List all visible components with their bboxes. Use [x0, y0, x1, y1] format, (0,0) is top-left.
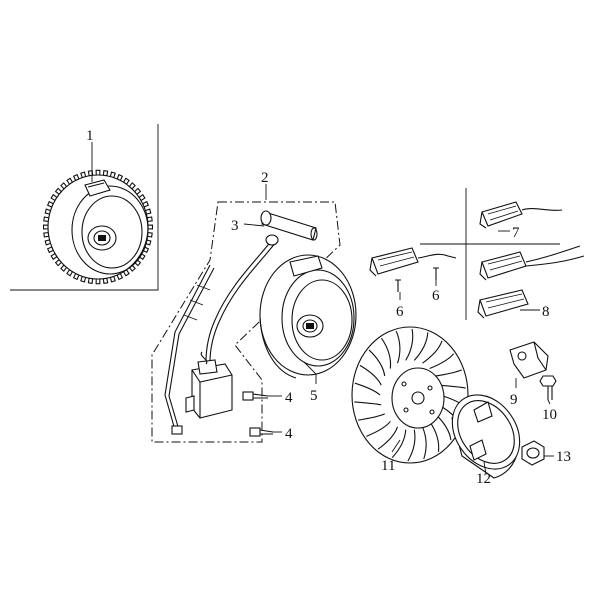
fan-blade	[368, 349, 386, 377]
assembly-outline-2	[151, 201, 341, 443]
callout-3: 3	[231, 218, 239, 234]
part-2-ignition-assembly	[151, 201, 341, 443]
leader-lines	[91, 142, 554, 475]
callout-4-upper: 4	[285, 390, 293, 406]
callout-10: 10	[542, 407, 557, 423]
gear-tooth	[147, 224, 154, 230]
part-1-flywheel	[10, 124, 159, 291]
part-4-bolt-lower	[249, 427, 274, 437]
callout-8: 8	[542, 304, 550, 320]
callout-labels: 1 2 3 4 4 5 6 6 7 8 9 10 11 12 13	[86, 128, 571, 487]
fan-blade	[366, 421, 391, 437]
callout-2: 2	[261, 170, 269, 186]
part-9-bracket	[509, 341, 549, 379]
part-12-starter-cup	[451, 394, 521, 479]
gear-tooth	[95, 278, 101, 285]
part-13-nut	[521, 440, 545, 466]
fan-blade	[413, 332, 429, 361]
fan-blade	[421, 426, 427, 460]
fan-blade	[435, 369, 462, 377]
fan-blade	[381, 337, 392, 369]
fan-blade	[422, 340, 443, 364]
fan-blade	[407, 429, 416, 462]
part-11-cooling-fan	[351, 326, 469, 464]
callout-4-lower: 4	[285, 426, 293, 442]
callout-5: 5	[310, 388, 318, 404]
fan-blade	[391, 429, 407, 458]
parts-6-7-8-coils	[369, 188, 585, 320]
fan-blade	[429, 353, 455, 370]
fan-blade	[377, 426, 399, 450]
fan-blade	[395, 330, 401, 364]
callout-6-right: 6	[432, 288, 440, 304]
section-frame-1	[10, 124, 159, 291]
callout-11: 11	[381, 458, 395, 474]
fan-blade	[359, 364, 382, 386]
part-5-flywheel	[259, 254, 357, 379]
part-10-bolt	[539, 375, 557, 400]
fan-blade	[354, 382, 381, 396]
fan-blade	[354, 401, 382, 406]
callout-1: 1	[86, 128, 94, 144]
callout-13: 13	[556, 449, 571, 465]
gear-tooth	[42, 224, 49, 230]
fan-blade	[405, 328, 414, 361]
callout-12: 12	[476, 471, 491, 487]
callout-6-left: 6	[396, 304, 404, 320]
gear-tooth	[95, 169, 101, 176]
callout-7: 7	[512, 225, 520, 241]
callout-9: 9	[510, 392, 518, 408]
part-4-bolt-upper	[242, 391, 269, 401]
part-3-plug-cap	[260, 210, 318, 241]
fan-blade	[358, 413, 385, 421]
